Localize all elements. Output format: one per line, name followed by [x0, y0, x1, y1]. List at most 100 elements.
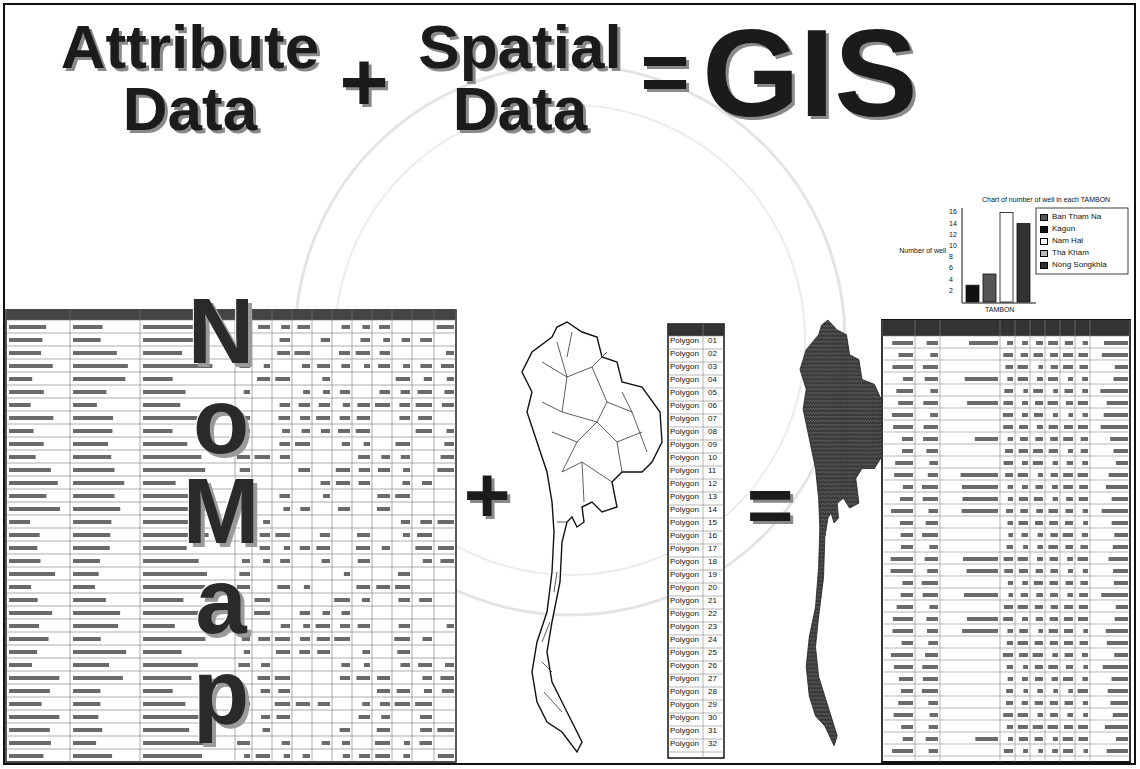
cell-mark — [1007, 521, 1013, 525]
row-line — [882, 564, 1130, 565]
cell-mark — [1022, 485, 1028, 489]
cell-mark — [334, 637, 350, 641]
cell-mark — [967, 617, 998, 621]
cell-mark — [1019, 737, 1028, 741]
polygon-id: 23 — [708, 623, 717, 632]
cell-mark — [1004, 461, 1013, 465]
polygon-id: 18 — [708, 558, 717, 567]
cell-mark — [397, 689, 410, 693]
cell-mark — [901, 545, 913, 549]
cell-mark — [1115, 365, 1128, 369]
row-line — [882, 348, 1130, 349]
cell-mark — [1080, 641, 1088, 645]
cell-mark — [437, 325, 454, 329]
cell-mark — [381, 455, 390, 459]
cell-mark — [447, 377, 454, 381]
operator-sign: + — [334, 40, 394, 124]
cell-mark — [300, 546, 310, 550]
cell-mark — [281, 624, 290, 628]
cell-mark — [1065, 509, 1073, 513]
cell-mark — [1078, 401, 1088, 405]
cell-mark — [1102, 353, 1128, 357]
cell-mark — [1022, 401, 1028, 405]
polygon-id: 21 — [708, 597, 717, 606]
cell-mark — [1038, 533, 1043, 537]
row-line — [882, 468, 1130, 469]
cell-mark — [403, 754, 410, 758]
cell-mark — [1036, 617, 1043, 621]
cell-mark — [9, 741, 51, 745]
cell-mark — [926, 617, 938, 621]
cell-mark — [1079, 593, 1088, 597]
cell-mark — [294, 351, 310, 355]
polygon-type: Polygon — [670, 350, 699, 359]
cell-mark — [424, 689, 432, 693]
cell-mark — [1048, 725, 1058, 729]
polygon-type: Polygon — [670, 662, 699, 671]
cell-mark — [1068, 449, 1073, 453]
cell-mark — [298, 468, 310, 472]
cell-mark — [1053, 737, 1058, 741]
cell-mark — [1110, 437, 1128, 441]
axis-tick: 16 — [949, 208, 957, 216]
cell-mark — [143, 546, 187, 550]
cell-mark — [929, 725, 938, 729]
polygon-id: 16 — [708, 532, 717, 541]
cell-mark — [1036, 509, 1043, 513]
cell-mark — [260, 533, 270, 537]
bar — [1000, 212, 1013, 302]
row-line — [882, 372, 1130, 373]
cell-mark — [403, 468, 410, 472]
cell-mark — [420, 715, 432, 719]
cell-mark — [1008, 485, 1013, 489]
legend-text: Tha Kham — [1052, 249, 1089, 258]
cell-mark — [1078, 557, 1088, 561]
cell-mark — [1051, 605, 1058, 609]
polygon-type: Polygon — [670, 571, 699, 580]
cell-mark — [258, 325, 270, 329]
cell-mark — [375, 403, 390, 407]
cell-mark — [903, 377, 913, 381]
cell-mark — [401, 520, 410, 524]
col-line — [1015, 320, 1016, 762]
polygon-type: Polygon — [670, 376, 699, 385]
cell-mark — [923, 365, 938, 369]
cell-mark — [359, 481, 370, 485]
cell-mark — [1078, 473, 1088, 477]
cell-mark — [275, 702, 290, 706]
cell-mark — [1035, 641, 1043, 645]
cell-mark — [1067, 713, 1073, 717]
axis-tick: 8 — [949, 253, 953, 261]
polygon-id: 25 — [708, 649, 717, 658]
cell-mark — [9, 754, 43, 758]
row-line — [882, 756, 1130, 757]
cell-mark — [930, 413, 938, 417]
frame — [4, 4, 1135, 764]
cell-mark — [404, 741, 410, 745]
cell-mark — [321, 429, 330, 433]
cell-mark — [1051, 473, 1058, 477]
row-line — [668, 752, 724, 753]
cell-mark — [1006, 701, 1013, 705]
row-line — [882, 660, 1130, 661]
x-axis — [962, 303, 1036, 304]
cell-mark — [395, 494, 410, 498]
cell-mark — [415, 546, 432, 550]
cell-mark — [899, 677, 913, 681]
cell-mark — [1083, 665, 1088, 669]
polygon-id: 30 — [708, 714, 717, 723]
row-line — [882, 588, 1130, 589]
cell-mark — [891, 509, 913, 513]
cell-mark — [9, 364, 53, 368]
cell-mark — [1083, 629, 1088, 633]
cell-mark — [1048, 545, 1058, 549]
cell-mark — [902, 581, 913, 585]
cell-mark — [9, 546, 37, 550]
cell-mark — [338, 429, 350, 433]
polygon-type: Polygon — [670, 415, 699, 424]
cell-mark — [1053, 389, 1058, 393]
polygon-type: Polygon — [670, 363, 699, 372]
axis-tick: 6 — [949, 264, 953, 272]
cell-mark — [340, 416, 350, 420]
polygon-id: 08 — [708, 428, 717, 437]
